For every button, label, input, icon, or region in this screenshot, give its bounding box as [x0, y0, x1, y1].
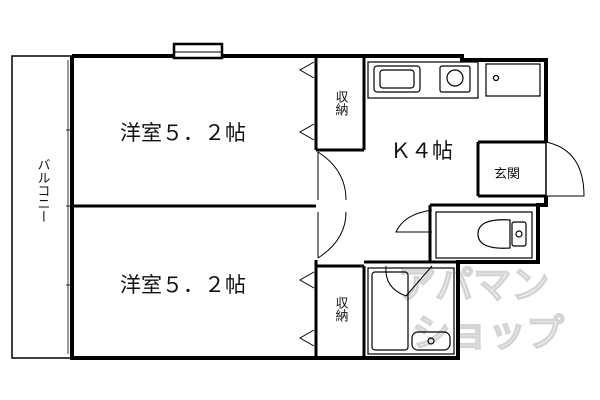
watermark: アパマン ショップ	[397, 262, 564, 355]
storage-1-label: 収納	[333, 90, 349, 117]
bathroom	[367, 267, 455, 355]
closet-doors	[298, 61, 315, 347]
room-doors	[317, 141, 585, 297]
watermark-line1: アパマン	[398, 263, 549, 307]
storage-2-label: 収納	[333, 296, 349, 323]
toilet	[435, 211, 533, 259]
interior-walls	[72, 56, 546, 358]
kitchen-counter	[367, 61, 541, 99]
western-room-2-label: 洋室５．２帖	[120, 273, 246, 297]
watermark-line2: ショップ	[412, 311, 564, 355]
balcony-label: バルコニー	[35, 158, 51, 223]
kitchen-label: Ｋ４帖	[390, 139, 453, 163]
outer-walls	[70, 54, 548, 360]
western-room-1-label: 洋室５．２帖	[120, 121, 246, 145]
entrance-label: 玄関	[494, 167, 520, 182]
top-window	[172, 42, 224, 60]
